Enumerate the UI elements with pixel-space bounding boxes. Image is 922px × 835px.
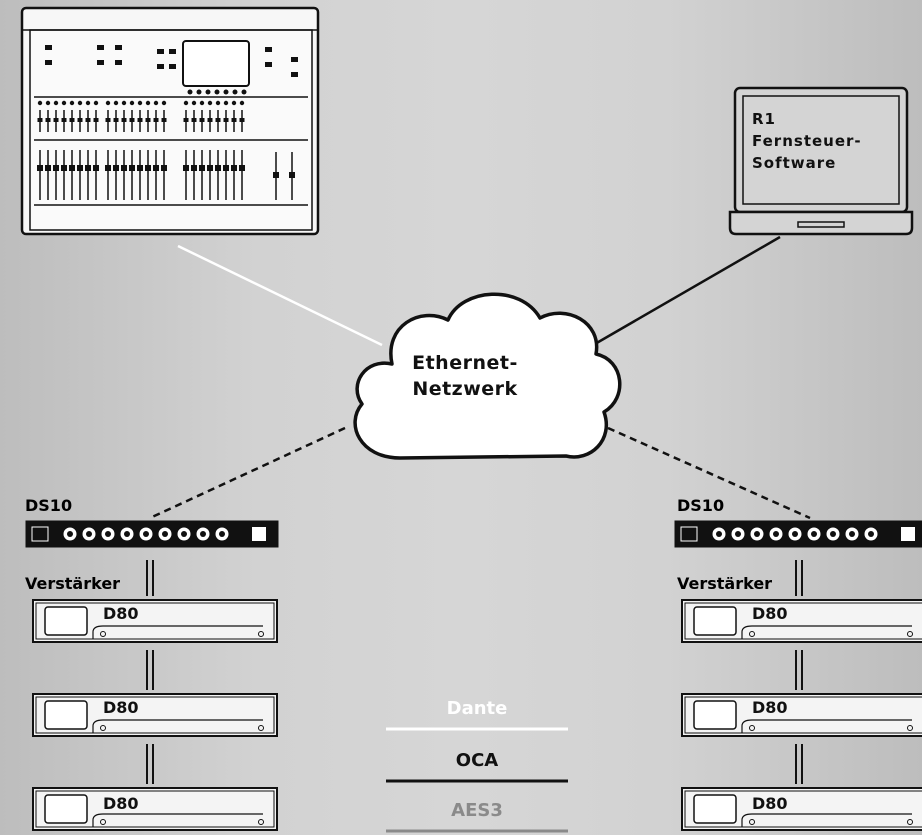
right-ds10-label: DS10 bbox=[677, 496, 725, 515]
legend-oca-label: OCA bbox=[455, 750, 499, 771]
laptop-icon bbox=[728, 86, 914, 236]
right-amp-2-label: D80 bbox=[752, 698, 788, 717]
right-rack bbox=[674, 520, 922, 831]
d80-amplifier bbox=[32, 787, 278, 831]
legend-dante-label: Dante bbox=[446, 698, 508, 719]
cloud-label: Ethernet- Netzwerk bbox=[405, 350, 525, 402]
left-amp-2-label: D80 bbox=[103, 698, 139, 717]
network-link-right-ds10 bbox=[607, 426, 811, 520]
d80-amplifier bbox=[681, 787, 922, 831]
right-amp-1-label: D80 bbox=[752, 604, 788, 623]
ethernet-cloud bbox=[353, 292, 622, 460]
right-amp-3-label: D80 bbox=[752, 794, 788, 813]
d80-amplifier bbox=[32, 599, 278, 643]
oca-link-laptop bbox=[587, 235, 781, 350]
d80-amplifier bbox=[681, 693, 922, 737]
laptop-label-line1: R1 bbox=[752, 110, 776, 128]
d80-amplifier bbox=[32, 693, 278, 737]
left-amplifier-label: Verstärker bbox=[25, 574, 121, 593]
left-amp-3-label: D80 bbox=[103, 794, 139, 813]
legend-aes3-label: AES3 bbox=[451, 800, 503, 821]
laptop-label: R1 Fernsteuer- Software bbox=[752, 108, 862, 174]
laptop-label-line3: Software bbox=[752, 154, 837, 172]
cloud-label-line1: Ethernet- bbox=[412, 352, 518, 374]
d80-amplifier bbox=[681, 599, 922, 643]
right-amplifier-label: Verstärker bbox=[677, 574, 773, 593]
mixing-console bbox=[20, 6, 320, 236]
left-ds10-label: DS10 bbox=[25, 496, 73, 515]
cloud-label-line2: Netzwerk bbox=[412, 378, 518, 400]
dante-link-console bbox=[177, 244, 383, 347]
network-link-left-ds10 bbox=[149, 426, 346, 520]
left-rack bbox=[25, 520, 279, 831]
laptop-label-line2: Fernsteuer- bbox=[752, 132, 862, 150]
left-amp-1-label: D80 bbox=[103, 604, 139, 623]
